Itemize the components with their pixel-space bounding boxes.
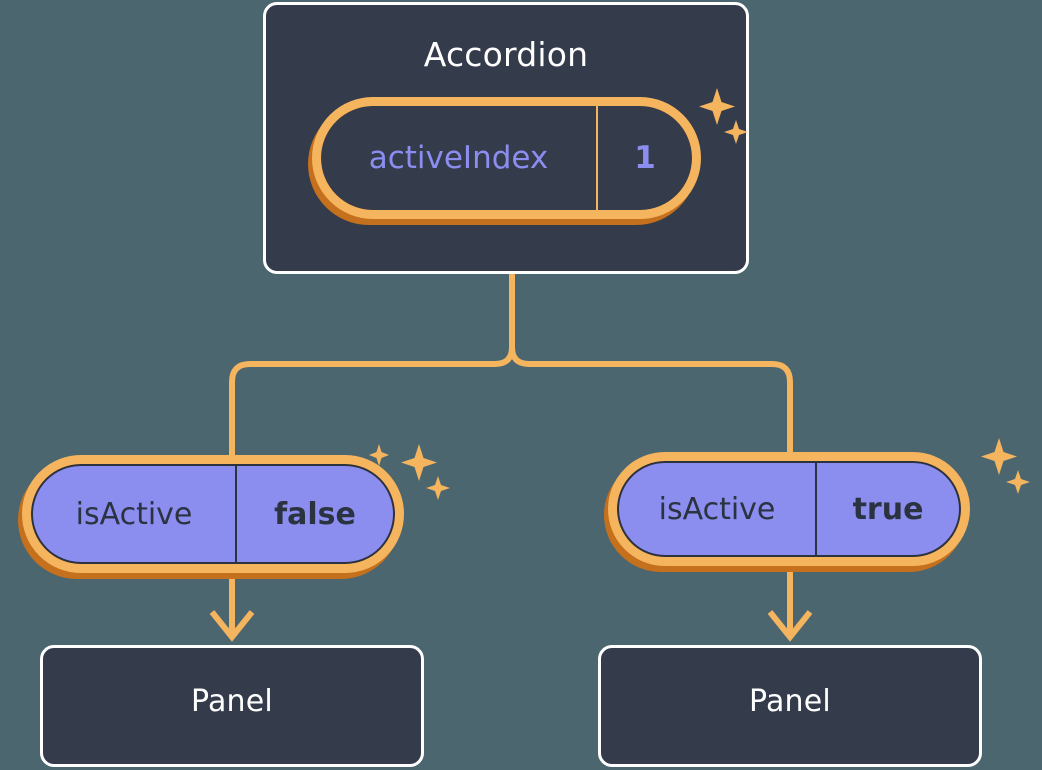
panel-component-card-left[interactable]: Panel (40, 645, 424, 767)
panel-title: Panel (749, 684, 831, 719)
state-pill-is-active-left[interactable]: isActive false (18, 455, 404, 579)
state-pill-is-active-right[interactable]: isActive true (604, 452, 970, 572)
state-key-label: isActive (75, 496, 193, 532)
accordion-title: Accordion (423, 35, 589, 74)
state-pill-ring: isActive false (22, 455, 404, 573)
state-key-label: activeIndex (368, 140, 549, 176)
state-pill-ring: activeIndex 1 (312, 97, 701, 219)
state-pill-body: activeIndex 1 (321, 106, 692, 210)
connector-left-branch (229, 273, 515, 458)
state-pill-body: isActive false (31, 464, 395, 564)
panel-component-card-right[interactable]: Panel (598, 645, 982, 767)
state-pill-divider (815, 463, 817, 555)
state-pill-body: isActive true (617, 461, 961, 557)
arrow-left-head (209, 610, 255, 642)
state-pill-ring: isActive true (608, 452, 970, 566)
state-pill-divider (235, 466, 237, 562)
state-pill-divider (596, 106, 598, 210)
sparkle-icon (401, 444, 450, 500)
connector-right-branch (509, 273, 793, 455)
state-pill-active-index[interactable]: activeIndex 1 (308, 97, 701, 225)
state-value-label: 1 (634, 140, 656, 176)
sparkle-icon (981, 438, 1030, 494)
panel-title: Panel (191, 684, 273, 719)
arrow-right-head (767, 610, 813, 642)
state-key-label: isActive (658, 491, 776, 527)
state-value-label: true (852, 491, 924, 527)
state-value-label: false (274, 496, 356, 532)
